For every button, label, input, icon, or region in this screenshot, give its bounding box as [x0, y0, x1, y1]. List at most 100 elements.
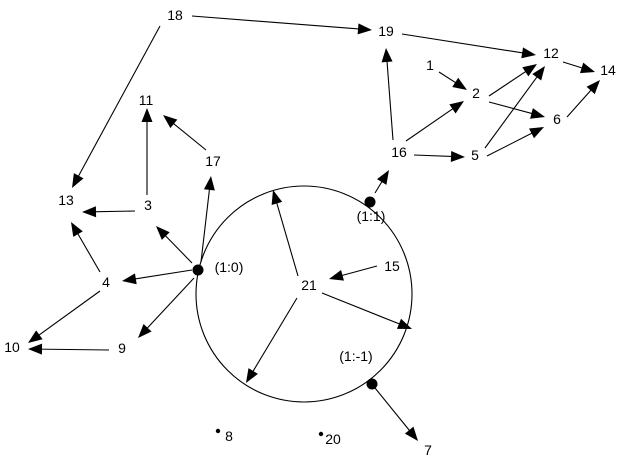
node-label-n13: 13 — [58, 192, 74, 208]
edge-n9-n10 — [28, 343, 110, 355]
edge-n3-n11 — [141, 108, 153, 195]
edge-line — [91, 210, 136, 213]
node-label-n7: 7 — [424, 442, 432, 458]
edge-line — [76, 25, 161, 180]
arrowhead-icon — [449, 101, 464, 114]
arrowhead-icon — [71, 222, 83, 237]
label-layer: 123456789101112131415161718192021(1:0)(1… — [4, 7, 616, 458]
edge-p10-n17 — [200, 176, 215, 263]
arrowhead-icon — [522, 64, 537, 77]
edge-n6-n14 — [566, 80, 600, 118]
edge-n4-n10 — [28, 290, 101, 343]
node-label-n19: 19 — [378, 23, 394, 39]
arrowhead-icon — [404, 426, 418, 441]
edge-line — [486, 131, 536, 157]
edge-line — [566, 87, 594, 118]
edge-n15-n21 — [329, 265, 378, 281]
edge-p10-n9 — [138, 277, 195, 338]
arrowhead-icon — [377, 170, 389, 185]
edge-line — [413, 154, 456, 158]
node-label-n2: 2 — [472, 85, 480, 101]
arrowhead-icon — [530, 108, 545, 119]
node-label-n5: 5 — [471, 147, 479, 163]
edge-line — [488, 101, 536, 115]
node-label-n17: 17 — [205, 153, 221, 169]
edge-line — [374, 387, 413, 434]
edge-line — [75, 230, 101, 273]
node-label-n21: 21 — [301, 277, 317, 293]
arrowhead-icon — [329, 270, 344, 281]
node-dot-p11 — [364, 196, 376, 208]
arrowhead-icon — [357, 23, 372, 35]
edge-n19-n12 — [401, 33, 536, 59]
edge-line — [275, 199, 299, 277]
edge-n16-n2 — [405, 101, 464, 142]
node-label-n8: 8 — [225, 428, 233, 444]
node-label-n12: 12 — [543, 45, 559, 61]
node-label-n9: 9 — [118, 340, 126, 356]
arrowhead-icon — [450, 150, 465, 162]
edge-p10-n4 — [122, 269, 193, 285]
node-label-n1: 1 — [426, 57, 434, 73]
edge-n12-n14 — [562, 61, 595, 74]
node-label-n11: 11 — [139, 92, 154, 108]
edge-n18-n13 — [72, 25, 161, 188]
arrowhead-icon — [579, 62, 595, 74]
edge-line — [35, 290, 101, 338]
edge-n18-n19 — [191, 15, 372, 35]
arrowhead-icon — [203, 176, 215, 191]
node-label-p1m: (1:-1) — [339, 348, 372, 364]
node-label-n15: 15 — [384, 258, 400, 274]
node-dot-p1m — [366, 378, 378, 390]
edge-p1m-n7 — [374, 387, 418, 441]
arrowhead-icon — [82, 206, 97, 218]
edge-line — [191, 15, 363, 30]
arrowhead-icon — [246, 368, 258, 383]
arrowhead-icon — [72, 173, 84, 188]
edge-n21-bottomleft — [246, 297, 298, 383]
edge-line — [162, 232, 193, 264]
node-dot-n20 — [318, 431, 324, 437]
arrowhead-icon — [521, 47, 536, 59]
arrowhead-icon — [28, 330, 43, 343]
node-label-n16: 16 — [391, 144, 407, 160]
edge-line — [484, 73, 540, 149]
edge-p10-n3 — [156, 226, 193, 264]
edge-n21-right — [321, 292, 412, 329]
arrowhead-icon — [529, 127, 544, 139]
node-dot-p10 — [192, 264, 204, 276]
edge-line — [37, 348, 110, 351]
node-label-n4: 4 — [102, 274, 110, 290]
edge-line — [144, 277, 195, 332]
dot-layer — [192, 196, 378, 437]
edge-line — [321, 292, 403, 326]
edge-n5-n12 — [484, 66, 545, 149]
arrowhead-icon — [586, 80, 600, 95]
edge-n3-n13 — [82, 206, 136, 218]
edge-n2-n12 — [488, 64, 537, 97]
node-label-n3: 3 — [144, 197, 152, 213]
arrowhead-icon — [163, 115, 178, 129]
arrowhead-icon — [122, 273, 137, 285]
edge-line — [338, 265, 378, 277]
edge-layer — [28, 15, 600, 441]
arrowhead-icon — [452, 77, 467, 90]
node-label-n18: 18 — [167, 7, 183, 23]
node-label-n14: 14 — [600, 62, 616, 78]
edge-line — [401, 33, 527, 54]
edge-n16-n19 — [381, 48, 394, 141]
edge-n4-n13 — [71, 222, 101, 273]
edge-line — [405, 106, 457, 142]
node-label-p11: (1:1) — [357, 208, 386, 224]
edge-line — [488, 69, 529, 97]
edge-n2-n6 — [488, 101, 545, 119]
arrowhead-icon — [138, 324, 152, 338]
arrowhead-icon — [396, 318, 412, 329]
edge-line — [131, 269, 193, 280]
edge-n21-top — [271, 190, 299, 277]
edge-line — [386, 57, 394, 141]
edge-n5-n6 — [486, 127, 544, 157]
edge-line — [200, 185, 211, 263]
node-label-p10: (1:0) — [215, 259, 244, 275]
